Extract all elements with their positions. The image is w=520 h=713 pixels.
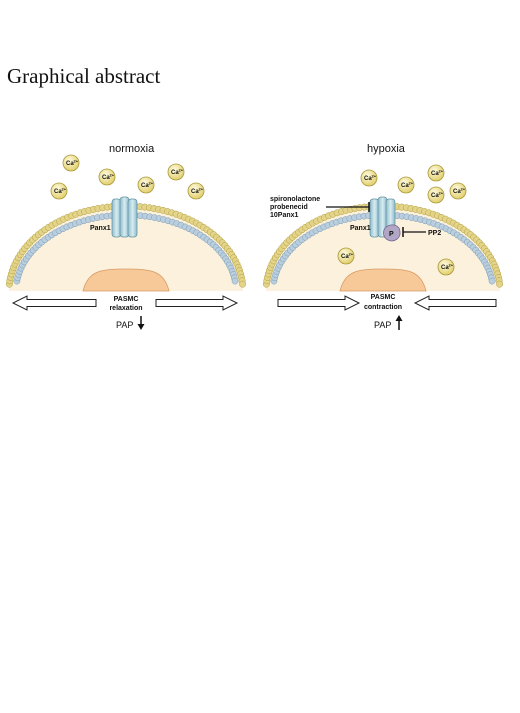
svg-text:Ca: Ca [54,189,62,195]
svg-text:2+: 2+ [409,181,414,186]
svg-text:Ca: Ca [431,171,439,177]
pasmc-label: PASMC [114,296,139,303]
lipid-bead [231,277,239,285]
svg-text:Ca: Ca [341,254,349,260]
svg-text:Ca: Ca [102,175,110,181]
svg-text:Ca: Ca [364,176,372,182]
svg-text:2+: 2+ [349,252,354,257]
svg-text:Ca: Ca [441,265,449,271]
cell-membrane-inner [270,211,496,285]
contraction-arrow-right [413,295,497,311]
cell-membrane-inner [13,211,239,285]
pap-label: PAP [116,320,133,330]
relaxation-label: relaxation [109,305,142,312]
lipid-bead [496,280,504,288]
svg-text:Ca: Ca [401,183,409,189]
pap-label: PAP [374,320,391,330]
arrow-down-icon [137,316,145,330]
normoxia-title: normoxia [109,143,155,155]
nucleus [339,268,427,292]
svg-text:2+: 2+ [449,263,454,268]
svg-text:2+: 2+ [110,173,115,178]
svg-text:2+: 2+ [439,169,444,174]
svg-text:2+: 2+ [199,187,204,192]
arrow-up-icon [395,315,403,330]
inhibitor-label: 10Panx1 [270,212,299,219]
svg-text:2+: 2+ [179,168,184,173]
contraction-arrow-left [277,295,361,311]
panx1-channel [111,196,138,238]
svg-text:Ca: Ca [171,170,179,176]
hypoxia-panel: Panx1 P PP2 spironolactone probenecid 10… [262,143,504,330]
nucleus [82,268,170,292]
relaxation-arrow-left [11,295,97,311]
lipid-bead [239,280,247,288]
svg-text:2+: 2+ [62,187,67,192]
inhibitor-label: spironolactone [270,196,320,203]
svg-text:Ca: Ca [66,161,74,167]
contraction-label: contraction [364,304,402,311]
svg-text:Ca: Ca [191,189,199,195]
phosphorylation-site: P [383,224,401,242]
hypoxia-title: hypoxia [367,143,406,155]
cell-membrane-outer [5,202,247,288]
cell-membrane-outer [262,202,504,288]
pasmc-label: PASMC [371,294,396,301]
panx1-label: Panx1 [350,225,371,232]
svg-text:Ca: Ca [141,183,149,189]
pp2-label: PP2 [428,230,441,237]
page-heading: Graphical abstract [7,64,161,88]
panx1-label: Panx1 [90,225,111,232]
svg-text:2+: 2+ [149,181,154,186]
svg-text:2+: 2+ [74,159,79,164]
lipid-bead [488,277,496,285]
svg-text:2+: 2+ [372,174,377,179]
phospho-label: P [389,231,394,238]
svg-text:2+: 2+ [461,187,466,192]
inhibitor-label: probenecid [270,204,308,211]
svg-text:Ca: Ca [431,193,439,199]
relaxation-arrow-right [155,295,239,311]
svg-text:Ca: Ca [453,189,461,195]
svg-text:2+: 2+ [439,191,444,196]
